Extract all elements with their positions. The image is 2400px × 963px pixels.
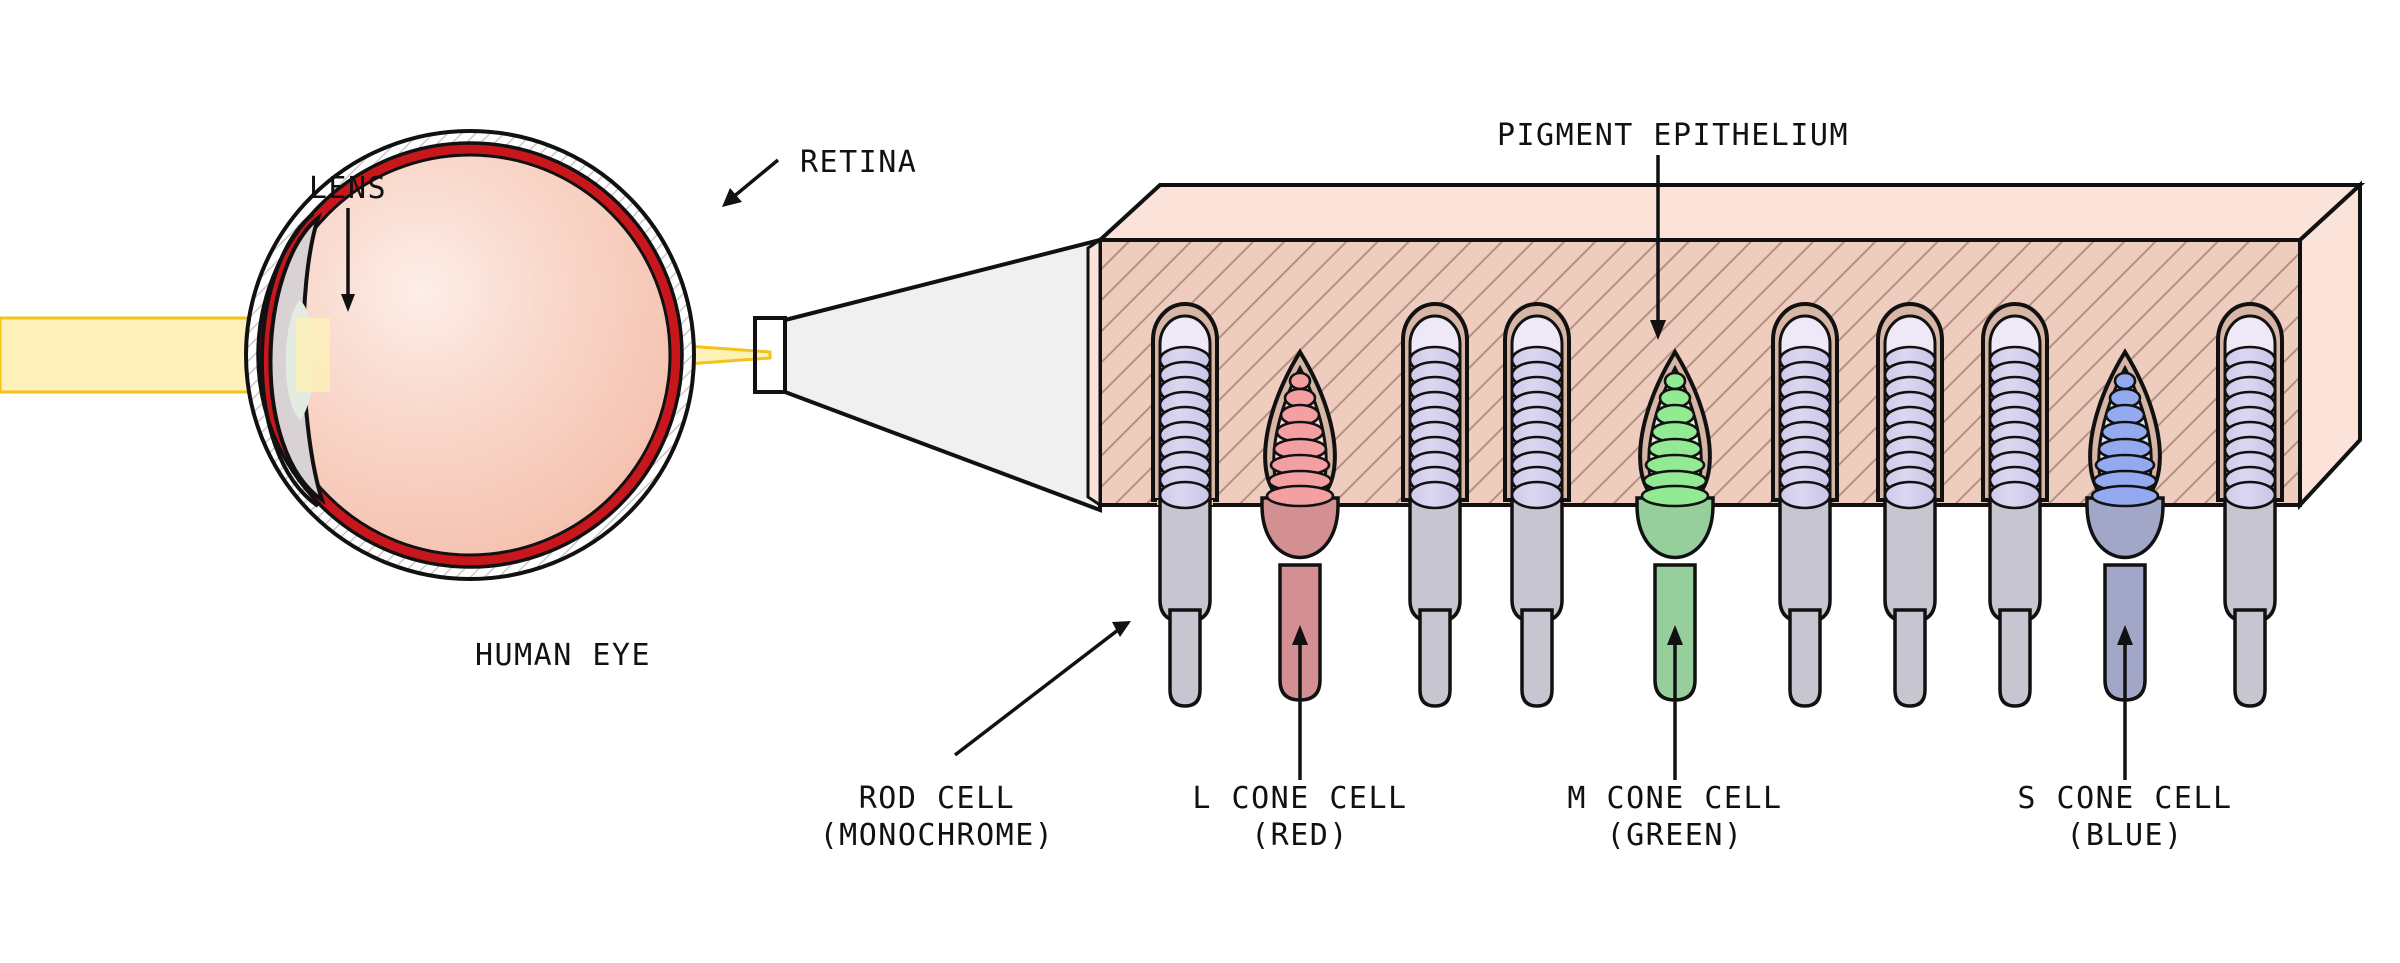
photoreceptor-cells — [1151, 302, 2284, 708]
label-l-cone-cell-sub: (RED) — [1251, 818, 1349, 853]
label-rod-cell: ROD CELL — [859, 781, 1016, 816]
rod-cell — [1981, 302, 2049, 708]
label-rod-cell-sub: (MONOCHROME) — [820, 818, 1055, 853]
magnifier-wedge — [783, 237, 1102, 513]
rod-cell — [2216, 302, 2284, 708]
rod-cell — [1876, 302, 1944, 708]
label-m-cone-cell: M CONE CELL — [1567, 781, 1782, 816]
label-pigment-epithelium: PIGMENT EPITHELIUM — [1497, 118, 1849, 153]
label-lens: LENS — [309, 171, 387, 206]
label-s-cone-cell-sub: (BLUE) — [2066, 818, 2183, 853]
rod-cell — [1151, 302, 1219, 708]
m-cone-cell — [1635, 348, 1715, 702]
label-s-cone-cell: S CONE CELL — [2017, 781, 2232, 816]
s-cone-cell — [2085, 348, 2165, 702]
label-l-cone-cell: L CONE CELL — [1192, 781, 1407, 816]
rod-cell — [1401, 302, 1469, 708]
label-human-eye: HUMAN EYE — [475, 638, 651, 673]
l-cone-cell — [1260, 348, 1340, 702]
human-eye-illustration — [244, 129, 787, 581]
leader-lines — [341, 155, 2133, 780]
label-m-cone-cell-sub: (GREEN) — [1607, 818, 1744, 853]
label-retina: RETINA — [800, 145, 917, 180]
rod-cell — [1771, 302, 1839, 708]
rod-cell — [1503, 302, 1571, 708]
